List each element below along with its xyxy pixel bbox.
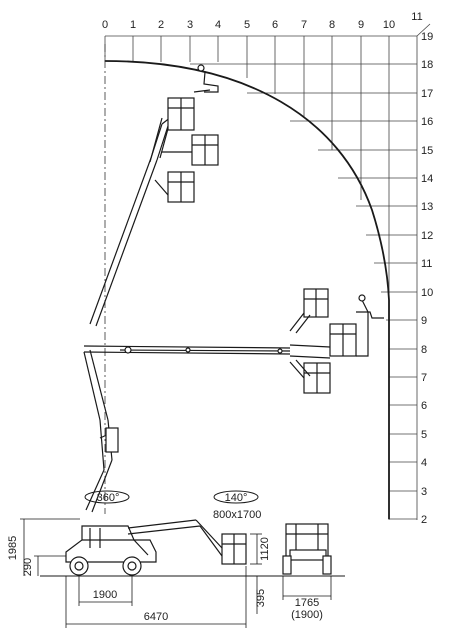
platform-high-3 bbox=[154, 171, 195, 203]
right-tick-label: 18 bbox=[421, 59, 433, 71]
top-tick-label: 1 bbox=[130, 19, 136, 31]
top-tick-label: 4 bbox=[215, 19, 221, 31]
top-tick-label: 7 bbox=[301, 19, 307, 31]
right-tick-label: 12 bbox=[421, 230, 433, 242]
top-tick-label: 2 bbox=[158, 19, 164, 31]
boom-position-vertical bbox=[89, 109, 181, 327]
top-tick-label: 10 bbox=[383, 19, 395, 31]
boom-position-horizontal bbox=[83, 344, 331, 513]
machine-side-view bbox=[65, 519, 247, 576]
right-tick-label: 6 bbox=[421, 400, 427, 412]
overall-height-dimension: 1985 bbox=[7, 536, 19, 560]
right-tick-label: 8 bbox=[421, 344, 427, 356]
rotation-arrow-turret: 360° bbox=[84, 490, 130, 504]
top-tick-label: 6 bbox=[272, 19, 278, 31]
jib-rotation-label: 140° bbox=[225, 492, 248, 504]
top-tick-label: 9 bbox=[358, 19, 364, 31]
right-tick-label: 5 bbox=[421, 429, 427, 441]
working-envelope-curve bbox=[104, 60, 390, 519]
right-tick-label: 3 bbox=[421, 486, 427, 498]
right-tick-label: 10 bbox=[421, 287, 433, 299]
right-tick-label: 19 bbox=[421, 31, 433, 43]
range-grid bbox=[104, 23, 431, 520]
width-alt-dimension: (1900) bbox=[291, 609, 323, 621]
right-tick-label: 13 bbox=[421, 201, 433, 213]
platform-size-label: 800x1700 bbox=[213, 509, 261, 521]
overall-length-dimension: 6470 bbox=[144, 611, 168, 623]
ground-clearance-dimension: 290 bbox=[22, 558, 34, 576]
top-tick-label: 5 bbox=[244, 19, 250, 31]
platform-high-1 bbox=[167, 64, 219, 131]
top-tick-label: 8 bbox=[329, 19, 335, 31]
right-tick-label: 16 bbox=[421, 116, 433, 128]
right-tick-label: 7 bbox=[421, 372, 427, 384]
platform-floor-dimension: 395 bbox=[255, 589, 267, 607]
wheelbase-dimension: 1900 bbox=[93, 589, 117, 601]
platform-height-dimension: 1120 bbox=[259, 537, 271, 561]
right-tick-label: 2 bbox=[421, 514, 427, 526]
platform-reach-3 bbox=[289, 359, 331, 394]
platform-reach-1 bbox=[289, 288, 329, 334]
right-tick-label: 14 bbox=[421, 173, 433, 185]
turret-rotation-label: 360° bbox=[97, 492, 120, 504]
top-tick-label: 11 bbox=[411, 11, 422, 23]
width-dimension: 1765 bbox=[295, 597, 319, 609]
right-tick-label: 9 bbox=[421, 315, 427, 327]
right-tick-label: 11 bbox=[421, 258, 432, 270]
top-axis: 0 1 2 3 4 5 6 7 8 9 10 11 bbox=[102, 11, 423, 31]
top-tick-label: 0 bbox=[102, 19, 108, 31]
top-tick-label: 3 bbox=[187, 19, 193, 31]
right-tick-label: 4 bbox=[421, 457, 427, 469]
machine-rear-view bbox=[282, 523, 332, 575]
right-tick-label: 17 bbox=[421, 88, 433, 100]
platform-high-2 bbox=[162, 134, 219, 166]
rotation-arrow-jib: 140° bbox=[213, 490, 259, 504]
dimension-lines bbox=[20, 518, 332, 628]
right-axis: 19 18 17 16 15 14 13 12 11 10 9 8 7 6 5 … bbox=[421, 31, 433, 526]
platform-reach-2 bbox=[329, 294, 384, 357]
right-tick-label: 15 bbox=[421, 145, 433, 157]
